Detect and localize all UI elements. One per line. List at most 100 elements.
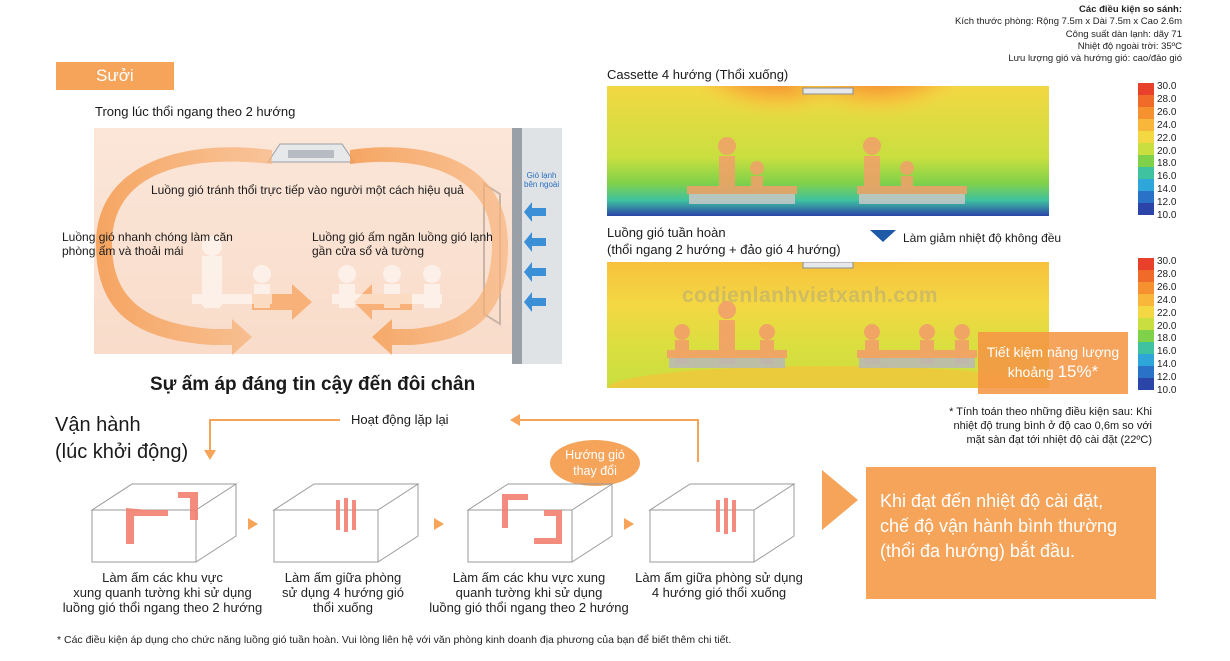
scale1-swatch (1138, 143, 1154, 156)
label-cold-outside-2: bên ngoài (524, 180, 560, 189)
label-block-cold: Luồng gió ấm ngăn luồng gió lạnh gần cửa… (312, 230, 493, 258)
step-arrow-3-icon (624, 518, 634, 530)
panel2-title-1: Luồng gió tuần hoàn (607, 225, 726, 240)
step3-airflow-right (534, 510, 562, 544)
normal-operation-box: Khi đạt đến nhiệt độ cài đặt, chế độ vận… (866, 467, 1156, 599)
scale2-swatch (1138, 258, 1154, 271)
scale2-swatch (1138, 282, 1154, 295)
airflow-change-bubble: Hướng gió thay đổi (550, 440, 640, 486)
step3-caption-2: quanh tường khi sử dụng (455, 585, 603, 600)
result-arrow-icon (822, 470, 858, 530)
scale1-swatch (1138, 119, 1154, 132)
airflow-change-1: Hướng gió (565, 448, 625, 462)
scale1-16: 16.0 (1157, 171, 1177, 183)
repeat-loop-arrow (204, 414, 699, 462)
scale2-22: 22.0 (1157, 307, 1177, 319)
scale1-swatch (1138, 107, 1154, 120)
color-scale-1-bar (1138, 83, 1154, 216)
label-warm-quickly-1: Luồng gió nhanh chóng làm căn (62, 230, 233, 244)
heating-subtitle: Trong lúc thổi ngang theo 2 hướng (95, 104, 296, 119)
step3-airflow-left (502, 494, 528, 528)
step-arrow-1-icon (248, 518, 258, 530)
label-avoid-direct: Luồng gió tránh thổi trực tiếp vào người… (151, 183, 464, 197)
energy-saving-badge: Tiết kiệm năng lượng khoảng 15%* (978, 332, 1128, 394)
color-scale-2-labels: 30.0 28.0 26.0 24.0 22.0 20.0 18.0 16.0 … (1157, 256, 1176, 398)
label-block-cold-1: Luồng gió ấm ngăn luồng gió lạnh (312, 230, 493, 244)
scale1-18: 18.0 (1157, 158, 1177, 170)
scale1-swatch (1138, 191, 1154, 204)
condition-room-size: Kích thước phòng: Rộng 7.5m x Dài 7.5m x… (955, 16, 1182, 28)
reduce-unevenness-label: Làm giảm nhiệt độ không đều (903, 231, 1062, 245)
heatmap-cassette-downflow (607, 86, 1049, 216)
energy-saving-percent: 15%* (1057, 362, 1099, 381)
scale1-22: 22.0 (1157, 132, 1177, 144)
step4-downflow (716, 498, 736, 534)
conditions-title: Các điều kiện so sánh: (1079, 4, 1182, 15)
step2-caption-1: Làm ấm giữa phòng (284, 570, 402, 585)
energy-saving-prefix: khoảng (1007, 364, 1058, 380)
panel1-title: Cassette 4 hướng (Thổi xuống) (607, 67, 789, 82)
scale1-10: 10.0 (1157, 210, 1177, 222)
calculation-note: * Tính toán theo những điều kiện sau: Kh… (949, 405, 1152, 447)
energy-saving-line1: Tiết kiệm năng lượng (986, 344, 1120, 360)
watermark-text: codienlanhvietxanh.com (682, 284, 939, 307)
scale2-12: 12.0 (1157, 372, 1177, 384)
step4-caption-1: Làm ấm giữa phòng sử dụng (635, 570, 803, 585)
calculation-note-3: mặt sàn đạt tới nhiệt độ cài đặt (22ºC) (966, 434, 1153, 446)
airflow-change-2: thay đổi (573, 464, 617, 478)
step1-caption: Làm ấm các khu vực xung quanh tường khi … (45, 570, 280, 615)
normal-operation-3: (thổi đa hướng) bắt đầu. (880, 541, 1075, 561)
step1-airflow-left (126, 508, 168, 544)
calculation-note-1: * Tính toán theo những điều kiện sau: Kh… (949, 406, 1152, 418)
operation-title-2: (lúc khởi động) (55, 441, 189, 463)
heating-room-illustration (94, 128, 562, 364)
heating-badge: Sưởi (56, 62, 174, 90)
scale2-14: 14.0 (1157, 359, 1177, 371)
scale1-26: 26.0 (1157, 106, 1177, 118)
cold-air-arrows (524, 202, 546, 312)
scale2-20: 20.0 (1157, 320, 1177, 332)
scale1-swatch (1138, 179, 1154, 192)
scale2-swatch (1138, 294, 1154, 307)
scale2-swatch (1138, 342, 1154, 355)
scale1-14: 14.0 (1157, 184, 1177, 196)
scale2-30: 30.0 (1157, 256, 1177, 267)
label-cold-outside: Gió lạnh bên ngoài (524, 171, 559, 189)
normal-operation-2: chế độ vận hành bình thường (880, 516, 1118, 536)
step2-caption-3: thổi xuống (313, 600, 373, 615)
label-warm-quickly-2: phòng ấm và thoải mái (62, 244, 184, 258)
scale2-26: 26.0 (1157, 281, 1177, 293)
scale2-swatch (1138, 330, 1154, 343)
headline-warmth: Sự ấm áp đáng tin cậy đến đôi chân (150, 374, 476, 395)
scale2-28: 28.0 (1157, 268, 1177, 280)
label-warm-quickly: Luồng gió nhanh chóng làm căn phòng ấm v… (62, 230, 233, 258)
scale2-swatch (1138, 378, 1154, 391)
operation-title-1: Vận hành (55, 414, 141, 436)
footnote: * Các điều kiện áp dụng cho chức năng lu… (57, 634, 732, 646)
scale1-20: 20.0 (1157, 145, 1177, 157)
scale1-swatch (1138, 203, 1154, 216)
color-scale-2 (1138, 258, 1154, 395)
panel2-title: Luồng gió tuần hoàn (thổi ngang 2 hướng … (607, 224, 841, 258)
scale2-swatch (1138, 354, 1154, 367)
scale1-24: 24.0 (1157, 119, 1177, 131)
panel2-title-2: (thổi ngang 2 hướng + đảo gió 4 hướng) (607, 242, 841, 257)
scale2-24: 24.0 (1157, 294, 1177, 306)
scale1-swatch (1138, 83, 1154, 96)
operation-steps-illustration (90, 483, 796, 563)
step3-caption: Làm ấm các khu vực xung quanh tường khi … (418, 570, 640, 615)
people-silhouettes (192, 236, 442, 308)
step2-caption: Làm ấm giữa phòng sử dụng 4 hướng gió th… (268, 570, 418, 615)
color-scale-1-labels: 30.0 28.0 26.0 24.0 22.0 20.0 18.0 16.0 … (1157, 81, 1176, 223)
label-cold-outside-1: Gió lạnh (526, 171, 557, 180)
step-arrow-2-icon (434, 518, 444, 530)
step3-caption-1: Làm ấm các khu vực xung (452, 570, 606, 585)
heatmap-circulation-flow (607, 262, 1049, 388)
calculation-note-2: nhiệt độ trung bình ở độ cao 0,6m so với (953, 420, 1153, 432)
condition-airflow: Lưu lượng gió và hướng gió: cao/đảo gió (1008, 53, 1182, 65)
step4-caption: Làm ấm giữa phòng sử dụng 4 hướng gió th… (624, 570, 814, 600)
scale2-swatch (1138, 318, 1154, 331)
step1-caption-3: luồng gió thổi ngang theo 2 hướng (62, 600, 263, 615)
color-scale-1 (1138, 83, 1154, 220)
down-triangle-icon (870, 230, 896, 242)
